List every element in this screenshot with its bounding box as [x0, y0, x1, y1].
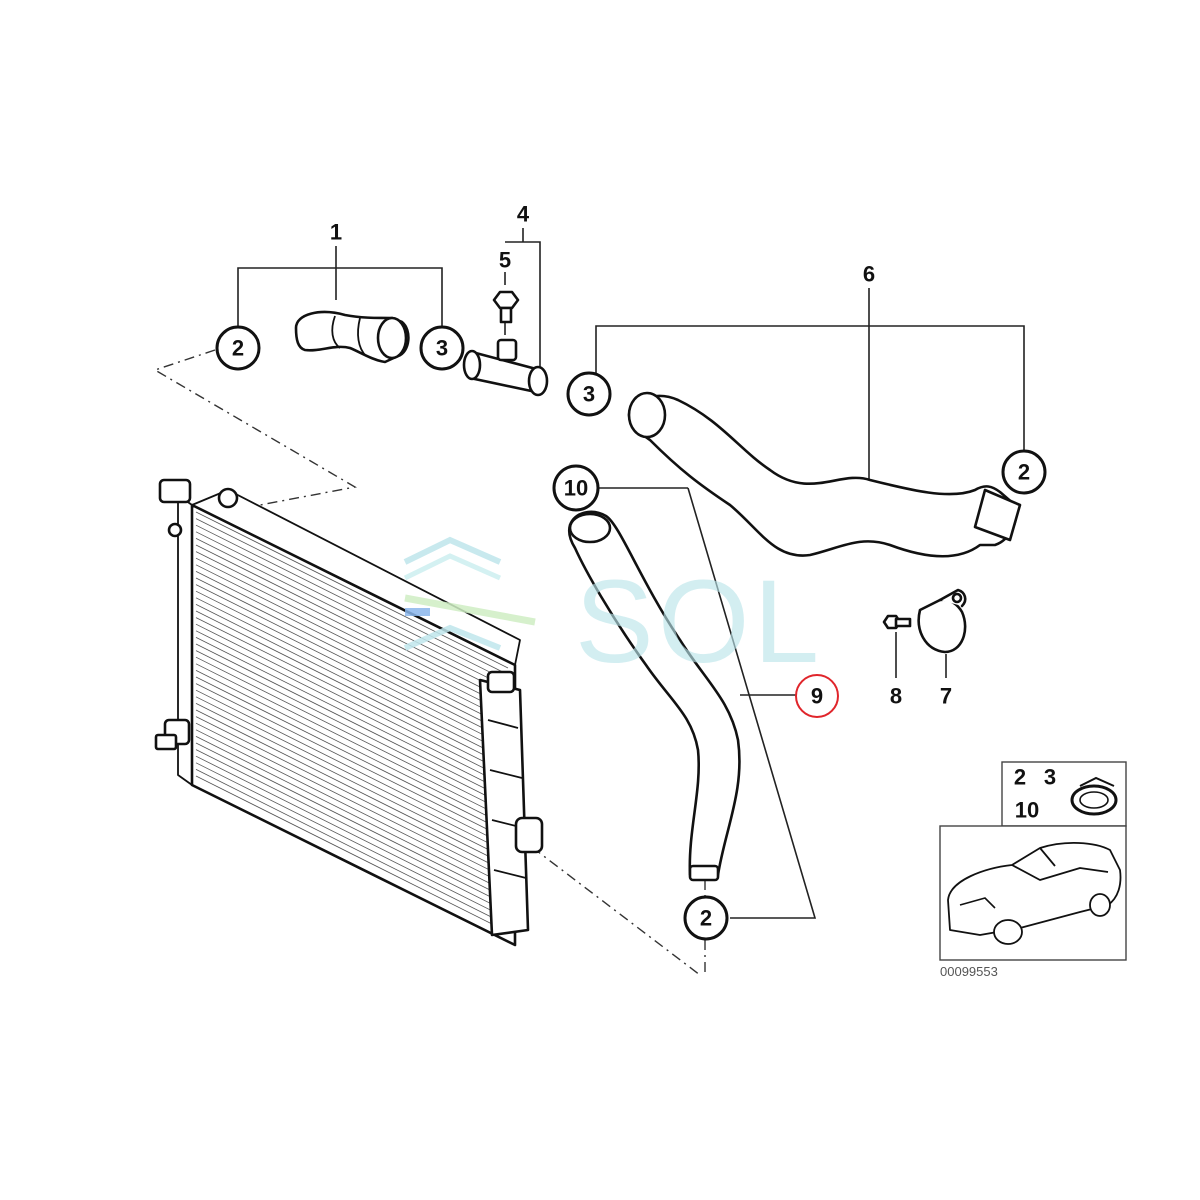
callout-9-highlighted: 9 — [795, 674, 839, 718]
svg-text:3: 3 — [436, 336, 448, 361]
bolt-icon — [882, 614, 912, 630]
callout-3-upper-left: 3 — [419, 325, 465, 371]
svg-text:2: 2 — [700, 906, 712, 931]
label-8: 8 — [890, 684, 902, 709]
label-5: 5 — [499, 248, 511, 273]
callout-10: 10 — [552, 464, 600, 512]
callout-3-center: 3 — [566, 371, 612, 417]
callout-2-lower: 2 — [683, 895, 729, 941]
radiator-icon — [154, 478, 544, 947]
svg-text:2: 2 — [232, 336, 244, 361]
watermark: SOL — [403, 536, 823, 688]
inset-label-2: 2 — [1014, 765, 1026, 790]
inset-label-3: 3 — [1044, 765, 1056, 790]
hose-clamp-icon — [917, 588, 967, 654]
car-icon — [947, 842, 1122, 945]
callout-2-upper-left: 2 — [215, 325, 261, 371]
hose-icon — [294, 310, 410, 364]
label-6: 6 — [863, 262, 875, 287]
svg-text:2: 2 — [1018, 460, 1030, 485]
label-7: 7 — [940, 684, 952, 709]
leader-lines — [237, 228, 1025, 919]
label-1: 1 — [330, 220, 342, 245]
inset-label-10: 10 — [1015, 798, 1039, 823]
bolt-icon — [492, 290, 520, 324]
connector-icon — [462, 338, 549, 397]
svg-text:9: 9 — [811, 684, 823, 709]
svg-text:3: 3 — [583, 382, 595, 407]
callout-2-right: 2 — [1001, 449, 1047, 495]
label-4: 4 — [517, 202, 530, 227]
hose-icon — [627, 391, 1022, 558]
hose-icon — [567, 510, 741, 882]
inset-panel: 2 3 10 00099553 — [939, 761, 1127, 979]
reference-number: 00099553 — [940, 964, 998, 979]
svg-text:10: 10 — [564, 476, 588, 501]
watermark-text: SOL — [575, 556, 823, 688]
hose-clamp-icon — [1070, 776, 1118, 816]
